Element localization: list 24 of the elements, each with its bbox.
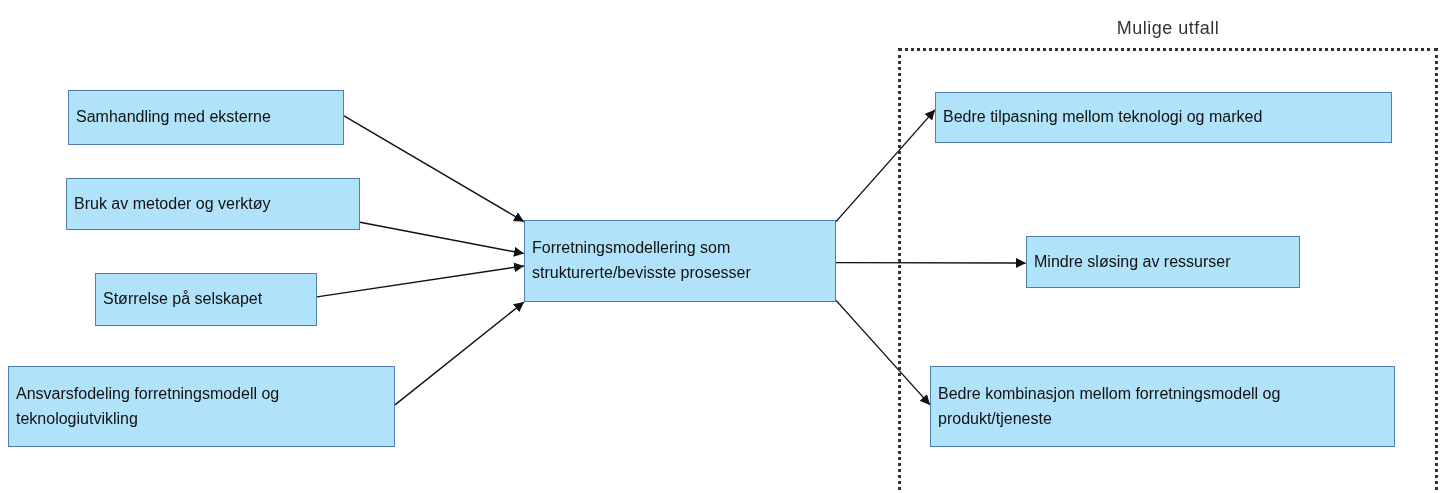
process-box — [95, 273, 317, 326]
process-box — [68, 90, 344, 145]
box-text: Forretningsmodellering som strukturerte/bevisste prosesser — [532, 238, 752, 283]
group-title: Mulige utfall — [1115, 18, 1221, 39]
process-box — [8, 366, 395, 447]
process-box — [1026, 236, 1300, 288]
box-text: Størrelse på selskapet — [103, 289, 263, 310]
arrow — [359, 221, 525, 257]
arrow — [316, 262, 525, 298]
box-text: Mindre sløsing av ressurser — [1034, 251, 1231, 272]
process-box — [935, 92, 1392, 143]
arrow — [835, 258, 1027, 268]
arrow — [835, 109, 936, 223]
box-text: Bedre kombinasjon mellom forretningsmodell og produkt/tjeneste — [938, 383, 1282, 429]
box-text: Bedre tilpasning mellom teknologi og marked — [943, 107, 1263, 128]
process-box — [930, 366, 1395, 447]
process-box — [524, 220, 836, 302]
box-text: Ansvarsfodeling forretningsmodell og teknologiutvikling — [16, 383, 281, 429]
box-text: Samhandling med eksterne — [76, 107, 271, 128]
box-text: Bruk av metoder og verktøy — [74, 193, 271, 214]
process-box — [66, 178, 360, 230]
arrow — [835, 299, 931, 406]
arrow — [343, 115, 525, 223]
arrow — [394, 301, 525, 406]
